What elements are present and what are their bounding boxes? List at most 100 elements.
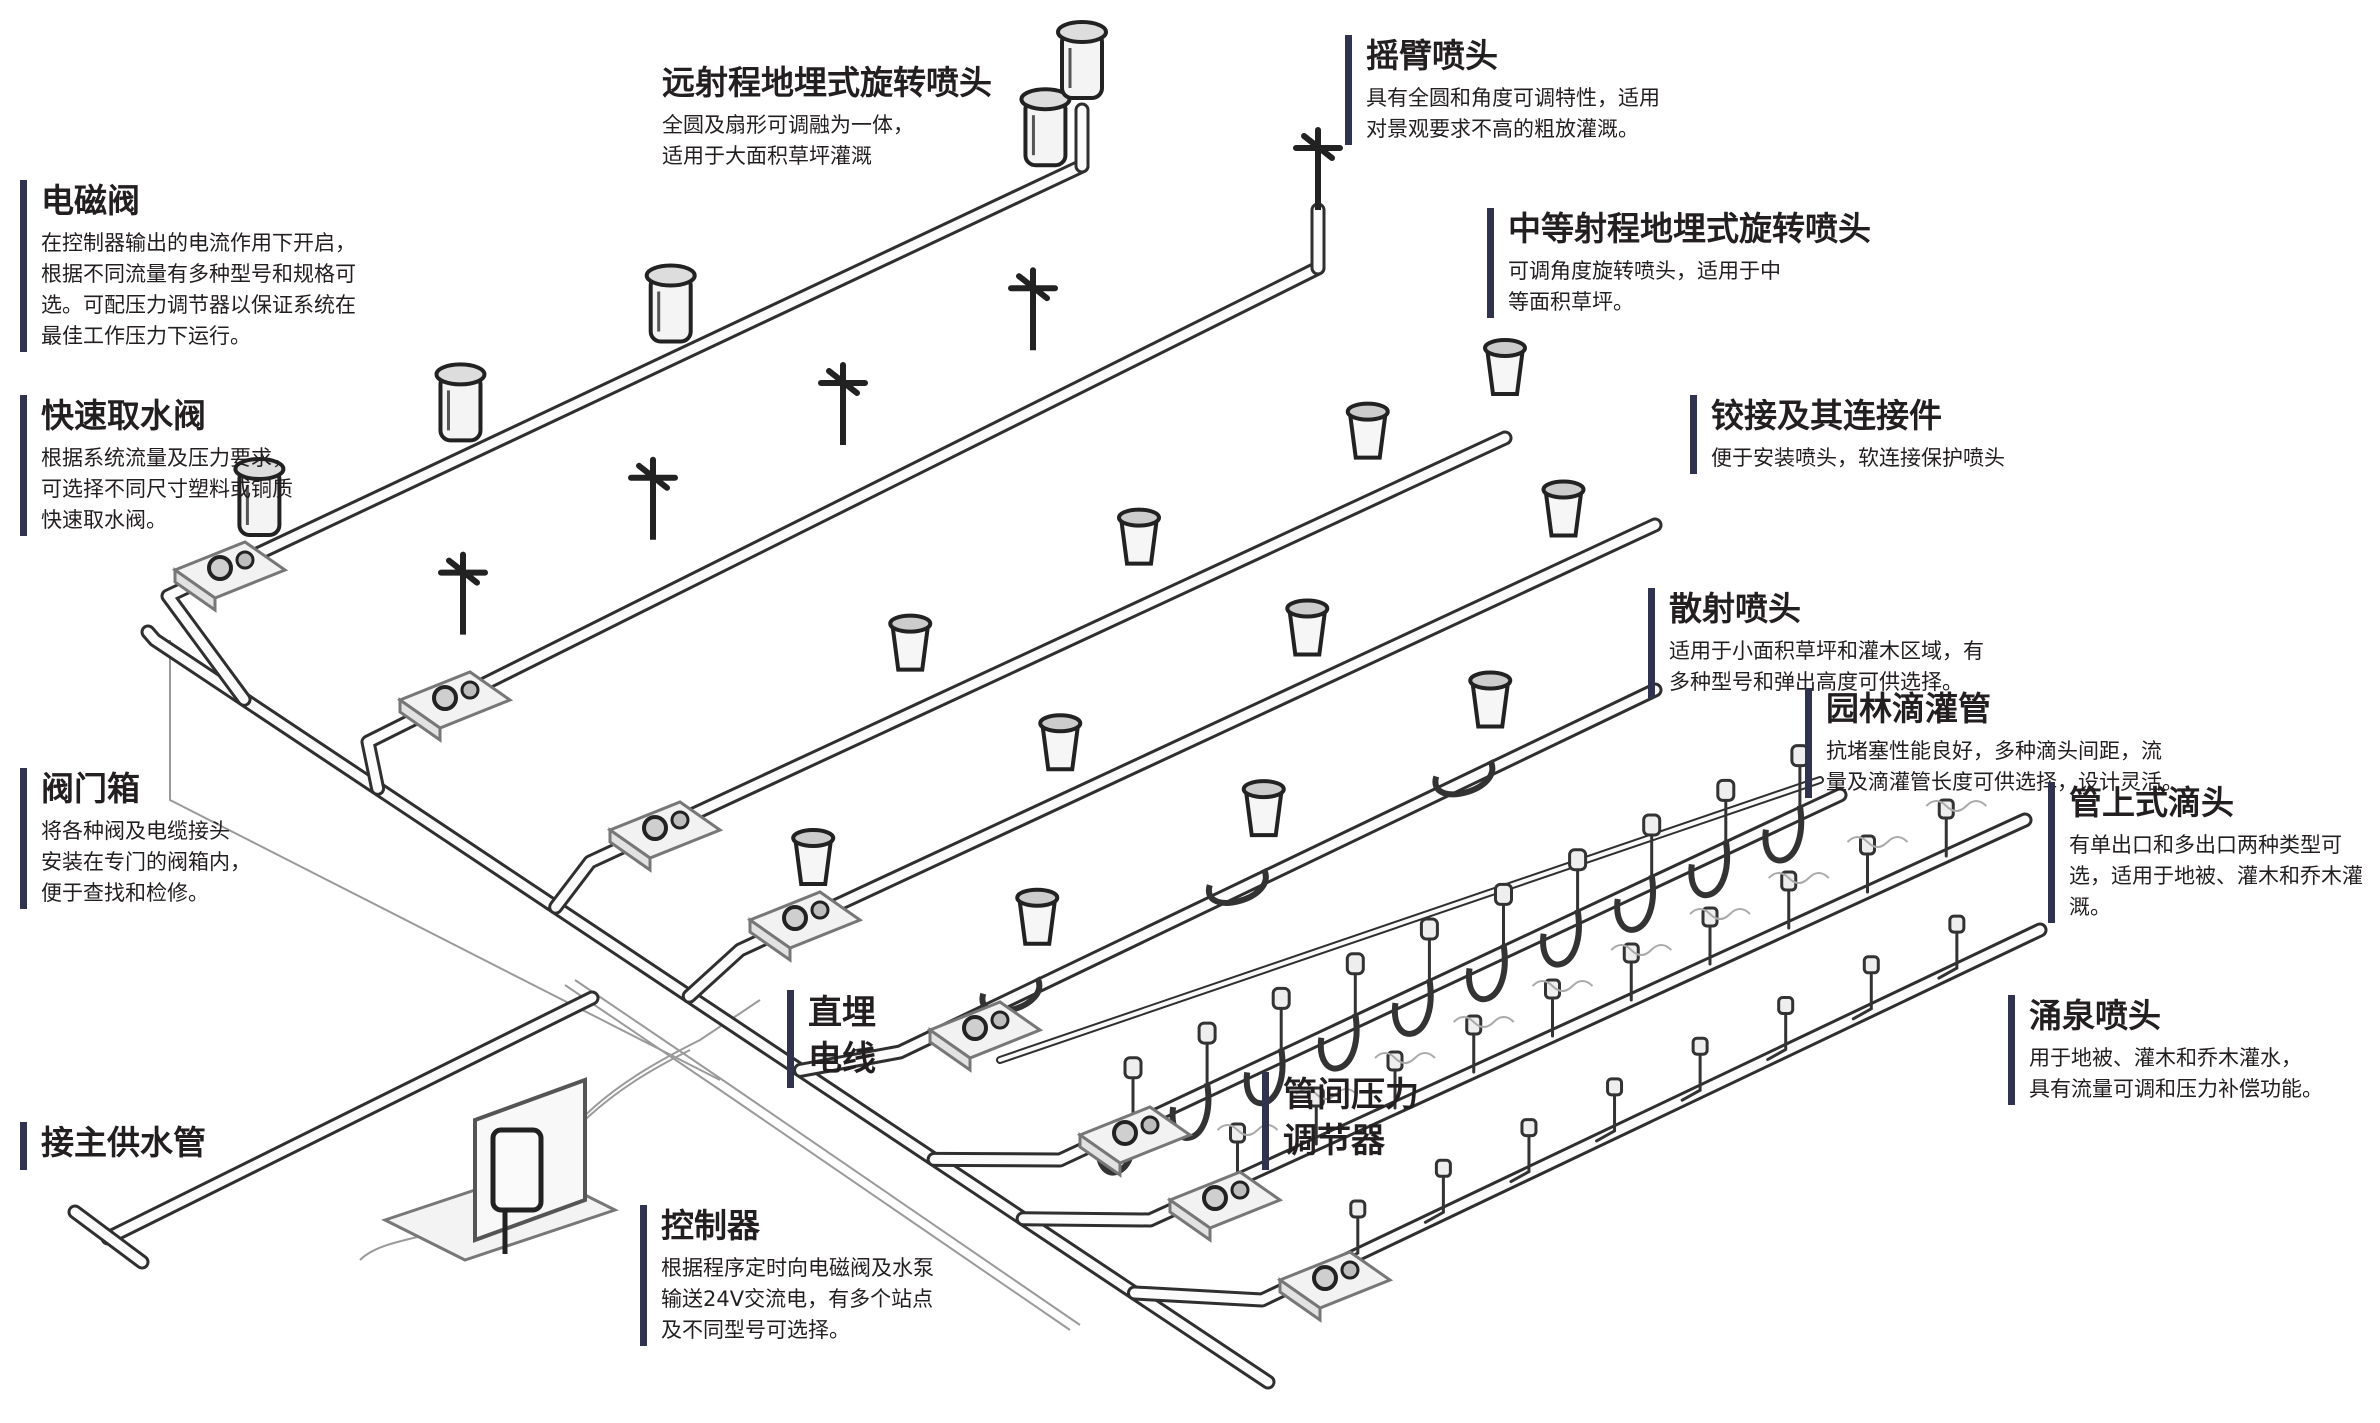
pipe-emitter-4 [1465, 1014, 1483, 1036]
pipe-emitter-3 [1386, 1050, 1404, 1072]
swing-joint-title: 铰接及其连接件 [1711, 396, 1942, 435]
bubbler-stem-2 [1423, 1172, 1445, 1224]
mid-rotor-2 [1117, 507, 1161, 566]
bubbler-stem-7 [1851, 969, 1873, 1021]
label-main-supply: 接主供水管 [20, 1122, 206, 1170]
valve-box-6-side [1078, 1132, 1122, 1178]
drip-loop-7 [1540, 909, 1582, 968]
drip-emitter-4 [1345, 952, 1365, 976]
valve-box-6-valve [1112, 1120, 1138, 1146]
label-direct-burial-wire: 直埋 电线 [787, 990, 876, 1088]
drip-emitter-9 [1716, 778, 1736, 802]
micro-tube-3 [1374, 1052, 1436, 1064]
label-controller: 控制器 根据程序定时向电磁阀及水泵 输送24V交流电，有多个站点 及不同型号可选… [640, 1205, 934, 1346]
bubbler-title: 涌泉喷头 [2029, 996, 2161, 1035]
impact-sprinkler-2 [628, 456, 678, 540]
lateral-mid-rotor [551, 433, 1510, 912]
valve-box-4-side [748, 917, 792, 963]
valve-box-8-valve [1312, 1265, 1338, 1291]
rotor-1-cap [233, 457, 286, 481]
label-drip-line: 园林滴灌管 抗堵塞性能良好，多种滴头间距，流 量及滴灌管长度可供选择，设计灵活。 [1805, 688, 2183, 798]
micro-tube-2 [1295, 1088, 1357, 1100]
micro-tube-4 [1453, 1016, 1515, 1028]
bubbler-3 [1520, 1118, 1538, 1138]
bubbler-5 [1691, 1036, 1709, 1056]
spray-head-desc: 适用于小面积草坪和灌木区域，有 多种型号和弹出高度可供选择。 [1669, 639, 1984, 694]
spray-head-b-2-cap [1241, 779, 1286, 800]
spray-head-a-3 [1285, 598, 1330, 657]
mid-rotor-1-cap [888, 613, 933, 634]
label-swing-joint: 铰接及其连接件 便于安装喷头，软连接保护喷头 [1690, 395, 2005, 474]
impact-sprinkler-title: 摇臂喷头 [1366, 36, 1498, 75]
valve-box-5-valve [962, 1015, 988, 1041]
micro-tube-9 [1846, 836, 1909, 848]
drip-emitter-7 [1568, 848, 1588, 872]
bubbler-stem-6 [1766, 1010, 1788, 1061]
valve-box-8-side [1278, 1277, 1322, 1323]
rotor-4 [1019, 87, 1072, 168]
bubbler-2 [1434, 1158, 1452, 1178]
valve-box-4 [746, 890, 864, 963]
micro-tube-10 [1925, 800, 1987, 812]
valve-box-7-side [1168, 1197, 1212, 1243]
valve-box-4-valve [782, 905, 808, 931]
pipe-emitter-2 [1307, 1086, 1325, 1108]
valve-box-3-side [608, 827, 652, 873]
lateral-spray-a [684, 520, 1660, 1001]
micro-tube-8 [1768, 872, 1830, 884]
impact-sprinkler-desc: 具有全圆和角度可调特性，适用 对景观要求不高的粗放灌溉。 [1366, 86, 1660, 141]
valve-box-7-handle [1230, 1180, 1250, 1200]
drip-loop-4 [1317, 1013, 1360, 1072]
valve-box-6 [1076, 1105, 1194, 1178]
direct-burial-wire-title: 直埋 电线 [808, 993, 876, 1079]
bubbler-4 [1606, 1077, 1624, 1097]
impact-sprinkler-4-arm [1008, 267, 1058, 302]
valve-box-desc: 将各种阀及电缆接头 安装在专门的阀箱内， 便于查找和检修。 [41, 819, 251, 905]
main-supply-pipe [103, 993, 597, 1243]
pipe-emitter-desc: 有单出口和多出口两种类型可 选，适用于地被、灌木和乔木灌 溉。 [2069, 833, 2363, 919]
label-valve-box: 阀门箱 将各种阀及电缆接头 安装在专门的阀箱内， 便于查找和检修。 [20, 768, 251, 909]
drip-lines [996, 776, 1824, 1064]
spray-head-b-1 [1015, 887, 1060, 946]
controller-unit [490, 1127, 544, 1213]
swing-loop-2 [1205, 867, 1269, 906]
valve-box-4-handle [810, 900, 830, 920]
bubbler-stem-3 [1509, 1132, 1531, 1184]
valve-box-2-valve [432, 685, 458, 711]
pipe-emitter-title: 管上式滴头 [2069, 783, 2234, 822]
spray-head-a-3-cap [1285, 598, 1330, 619]
spray-head-a-4-cap [1541, 479, 1586, 500]
mid-rotor-4-cap [1483, 338, 1527, 358]
swing-loop-3 [1432, 759, 1496, 798]
drip-loop-2 [1169, 1082, 1212, 1141]
pipe-emitter-10 [1937, 798, 1955, 820]
drip-tube [998, 778, 1822, 1062]
rotor-2-cap [434, 362, 487, 387]
label-mid-range-rotor: 中等射程地埋式旋转喷头 可调角度旋转喷头，适用于中 等面积草坪。 [1487, 208, 1871, 318]
main-supply-title: 接主供水管 [41, 1123, 206, 1162]
quick-coupling-title: 快速取水阀 [41, 396, 206, 435]
rotor-1 [233, 457, 286, 537]
spray-head-b-3 [1468, 670, 1513, 729]
valve-box-1-side [173, 567, 217, 613]
valve-box-5-side [928, 1027, 972, 1073]
lateral-impact [363, 263, 1323, 793]
valve-box-3 [606, 800, 724, 873]
impact-sprinkler-end [1293, 127, 1343, 210]
bubbler-6 [1777, 996, 1795, 1015]
label-bubbler: 涌泉喷头 用于地被、灌木和乔木灌水， 具有流量可调和压力补偿功能。 [2008, 995, 2323, 1105]
label-inline-pressure-regulator: 管间压力 调节器 [1262, 1072, 1419, 1170]
label-pipe-emitter: 管上式滴头 有单出口和多出口两种类型可 选，适用于地被、灌木和乔木灌 溉。 [2048, 782, 2363, 923]
impact-sprinkler-3 [818, 362, 868, 445]
pipe-emitter-6 [1622, 942, 1640, 964]
micro-tube-6 [1610, 944, 1672, 956]
drip-emitter-6 [1494, 882, 1513, 906]
label-spray-head: 散射喷头 适用于小面积草坪和灌木区域，有 多种型号和弹出高度可供选择。 [1648, 588, 1984, 698]
lateral-impact-outline [360, 260, 1326, 796]
valve-box-8-handle [1340, 1260, 1360, 1280]
label-solenoid-valve: 电磁阀 在控制器输出的电流作用下开启， 根据不同流量有多种型号和规格可 选。可配… [20, 180, 356, 352]
drip-line-desc: 抗堵塞性能良好，多种滴头间距，流 量及滴灌管长度可供选择，设计灵活。 [1826, 739, 2183, 794]
spray-head-a-1-cap [791, 828, 836, 848]
impact-sprinkler-2-arm [628, 456, 678, 491]
